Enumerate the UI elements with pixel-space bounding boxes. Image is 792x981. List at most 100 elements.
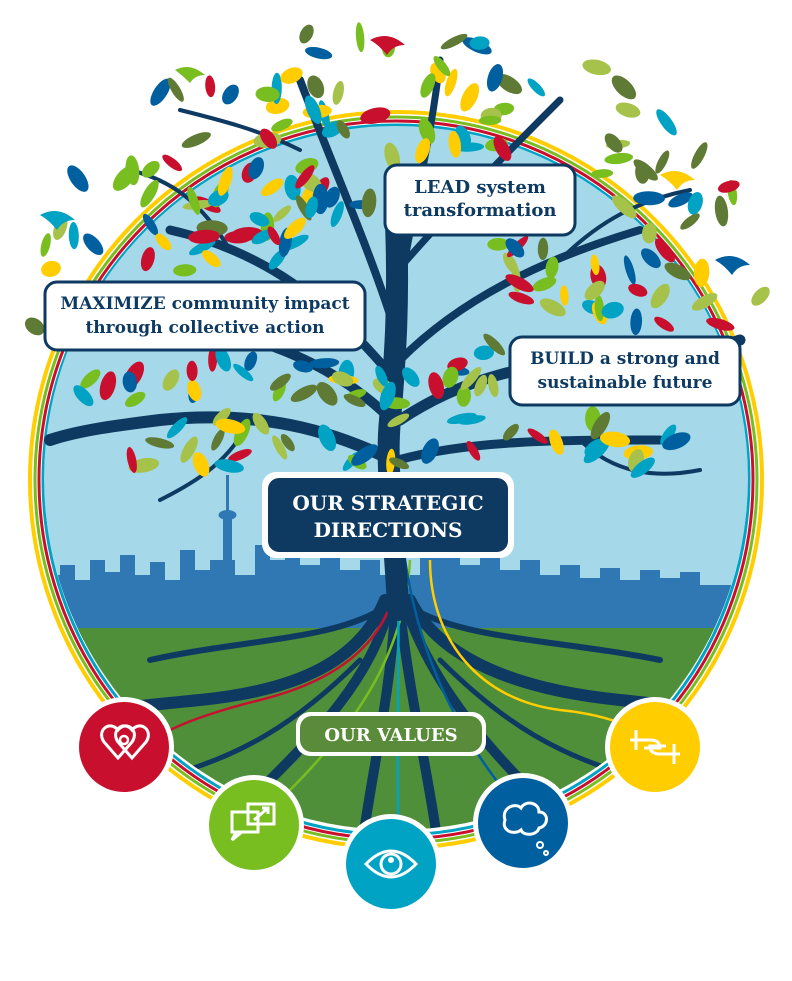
leaf	[687, 192, 703, 215]
leaf-canopy	[24, 22, 770, 478]
leaf	[532, 276, 557, 292]
build-line-1: BUILD a strong and	[530, 349, 720, 369]
leaf	[594, 295, 605, 322]
leaf	[150, 78, 171, 106]
maximize-line-1: MAXIMIZE community impact	[60, 294, 349, 314]
leaf	[67, 165, 89, 192]
leaf	[255, 86, 280, 103]
leaf	[214, 459, 244, 473]
build-line-2: sustainable future	[538, 373, 713, 393]
leaf	[633, 191, 665, 206]
leaf	[316, 382, 338, 406]
leaf	[415, 138, 431, 164]
leaf	[80, 369, 101, 389]
leaf	[714, 195, 729, 227]
leaf	[318, 424, 337, 452]
leaf	[173, 264, 197, 277]
leaf	[446, 412, 477, 425]
leaf	[261, 178, 284, 197]
leaf	[162, 369, 180, 391]
leaf	[387, 413, 410, 428]
leaf	[751, 286, 770, 306]
leaf	[351, 444, 378, 466]
leaf	[680, 213, 700, 230]
leaf	[305, 196, 318, 219]
leaf	[590, 254, 600, 276]
leaf	[591, 169, 614, 178]
leaf	[630, 308, 643, 336]
leaf	[336, 120, 350, 139]
leaf	[222, 84, 239, 105]
leaf	[126, 447, 137, 473]
leaf	[691, 142, 708, 169]
leaf	[244, 351, 258, 371]
leaf	[466, 440, 481, 461]
leaf	[155, 233, 172, 251]
leaf	[187, 379, 202, 402]
lead-line-2: transformation	[404, 200, 557, 221]
leaf	[140, 179, 159, 208]
cn-tower	[218, 475, 237, 582]
leaf	[604, 152, 634, 165]
our-values-label: OUR VALUES	[296, 712, 486, 756]
leaf	[205, 75, 216, 98]
strategic-line-2: DIRECTIONS	[314, 518, 463, 542]
leaf	[299, 24, 314, 44]
leaf	[473, 345, 494, 361]
strategic-directions-label: OUR STRATEGIC DIRECTIONS	[262, 472, 514, 558]
leaf	[248, 157, 265, 180]
leaf	[24, 317, 45, 336]
maximize-label: MAXIMIZE community impact through collec…	[43, 280, 367, 352]
leaf	[456, 386, 472, 407]
leaf	[493, 136, 512, 161]
leaf	[284, 217, 306, 239]
leaf	[332, 80, 344, 105]
our-values-text: OUR VALUES	[324, 725, 457, 746]
leaf	[487, 374, 499, 398]
leaf	[142, 213, 159, 236]
leaf	[582, 59, 611, 76]
leaf	[330, 201, 344, 228]
leaf	[259, 128, 278, 149]
leaf	[505, 274, 534, 293]
leaf	[539, 298, 566, 317]
leaf	[654, 316, 674, 332]
leaf	[496, 74, 522, 95]
leaf	[180, 436, 198, 463]
leaf	[545, 256, 559, 279]
leaf	[304, 95, 322, 124]
leaf	[389, 457, 410, 470]
leaf	[295, 165, 315, 189]
leaf	[486, 64, 504, 92]
leaf	[650, 283, 670, 309]
helping-hands-icon	[605, 697, 705, 797]
leaf	[201, 250, 221, 268]
leaf	[527, 428, 548, 444]
bird-icon	[715, 256, 750, 275]
leaf	[641, 248, 661, 269]
leaf	[375, 365, 388, 387]
leaf	[41, 260, 61, 277]
leaf	[623, 255, 636, 285]
leaf	[537, 237, 549, 261]
leaf	[418, 118, 436, 144]
leaf	[68, 222, 79, 250]
leaf	[249, 212, 270, 227]
leaf	[267, 226, 281, 246]
leaf	[189, 239, 216, 256]
leaf	[305, 46, 333, 60]
bird-icon	[175, 66, 205, 83]
leaf	[379, 381, 396, 411]
leaf	[590, 411, 611, 440]
leaf	[252, 412, 270, 435]
leaf	[273, 205, 292, 222]
leaf	[402, 367, 420, 387]
leaf	[433, 56, 451, 77]
leaf	[166, 417, 188, 439]
bird-icon	[660, 171, 695, 190]
leaf	[331, 371, 354, 387]
leaf	[308, 358, 340, 369]
leaf	[186, 360, 198, 381]
leaf	[444, 68, 458, 97]
